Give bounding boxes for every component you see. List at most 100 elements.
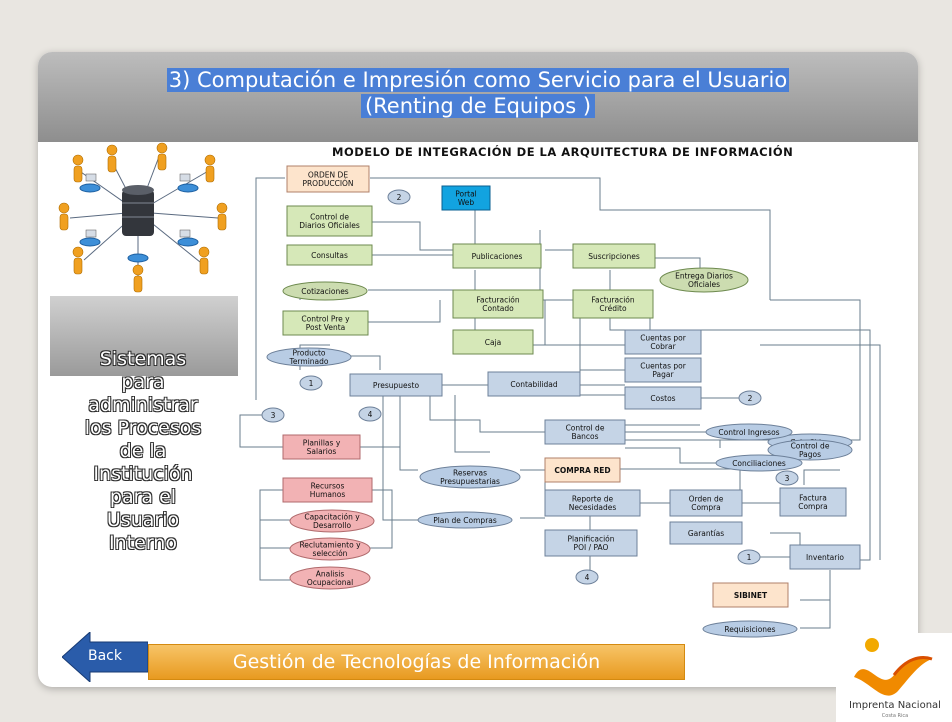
back-button[interactable] <box>62 632 148 682</box>
node-label: Capacitación y <box>304 513 360 522</box>
diagram-title: MODELO DE INTEGRACIÓN DE LA ARQUITECTURA… <box>332 145 794 159</box>
node-label: Requisiciones <box>724 625 775 634</box>
connector-number: 1 <box>309 379 314 388</box>
node-label: Planificación <box>567 535 614 544</box>
node-label: Conciliaciones <box>732 459 786 468</box>
node-label: Publicaciones <box>472 252 523 261</box>
node-label: Analisis <box>316 570 345 579</box>
node-label: selección <box>313 549 348 558</box>
node-label: Contabilidad <box>510 380 557 389</box>
node-label: Bancos <box>571 432 598 441</box>
node-label: PRODUCCIÓN <box>302 179 353 188</box>
connector-bubble: 1 <box>737 549 761 565</box>
node-label: COMPRA RED <box>554 466 610 475</box>
node-label: Pagar <box>652 370 674 379</box>
node-label: Crédito <box>599 304 627 313</box>
node-label: Compra <box>691 503 721 512</box>
connector-bubble: 2 <box>738 390 762 406</box>
connector-number: 4 <box>368 410 373 419</box>
node-label: ORDEN DE <box>308 171 348 180</box>
node-label: Oficiales <box>688 280 720 289</box>
node-suscripciones: Suscripciones <box>572 243 656 269</box>
node-control-ingresos: Control Ingresos <box>705 423 793 441</box>
node-label: Control de <box>566 424 605 433</box>
back-button-label[interactable]: Back <box>88 648 122 664</box>
node-garantias: Garantías <box>669 521 743 545</box>
slide-title-line1: 3) Computación e Impresión como Servicio… <box>166 68 790 92</box>
node-label: Caja <box>485 338 502 347</box>
node-plan-compras: Plan de Compras <box>417 511 513 529</box>
node-label: Cotizaciones <box>301 287 349 296</box>
node-label: Facturación <box>591 296 635 305</box>
node-label: Necesidades <box>569 503 617 512</box>
node-label: Facturación <box>476 296 520 305</box>
node-consultas: Consultas <box>286 244 373 266</box>
connector-number: 3 <box>271 411 276 420</box>
node-label: Salarios <box>307 447 337 456</box>
node-label: Post Venta <box>306 323 346 332</box>
node-label: Control Pre y <box>301 315 350 324</box>
node-costos: Costos <box>624 386 702 410</box>
node-label: Diarios Oficiales <box>299 221 360 230</box>
node-sibinet: SIBINET <box>712 582 789 608</box>
node-label: Control de <box>791 442 830 451</box>
back-arrow-icon <box>62 632 148 682</box>
node-label: Reclutamiento y <box>299 541 361 550</box>
node-label: Factura <box>799 494 827 503</box>
node-label: Control de <box>310 213 349 222</box>
node-label: Reporte de <box>572 495 614 504</box>
node-presupuesto: Presupuesto <box>349 373 443 397</box>
node-label: Pagos <box>799 450 821 459</box>
connector-bubble: 4 <box>358 406 382 422</box>
node-label: Reservas <box>453 469 487 478</box>
node-contabilidad: Contabilidad <box>487 371 581 397</box>
connector-bubble: 3 <box>261 407 285 423</box>
node-label: Cuentas por <box>640 334 687 343</box>
node-label: Cuentas por <box>640 362 687 371</box>
slide-title-line2: (Renting de Equipos ) <box>38 93 918 119</box>
sidebar-line: administrar <box>88 394 198 416</box>
connector-number: 1 <box>747 553 752 562</box>
sidebar-line: de la <box>119 440 167 462</box>
node-conciliaciones: Conciliaciones <box>715 454 803 472</box>
node-label: Consultas <box>311 251 348 260</box>
sidebar-panel <box>50 296 238 376</box>
network-people-illustration <box>58 142 228 293</box>
node-label: Garantías <box>688 529 724 538</box>
node-inventario: Inventario <box>789 544 861 570</box>
sidebar-line: Interno <box>109 532 177 554</box>
connector-bubble: 2 <box>387 189 411 205</box>
logo-name: Imprenta Nacional <box>849 700 941 711</box>
node-label: Cobrar <box>650 342 676 351</box>
connector-bubble: 1 <box>299 375 323 391</box>
connector-bubble: 4 <box>575 569 599 585</box>
sidebar-line: los Procesos <box>84 417 202 439</box>
logo-swoosh-icon <box>854 638 933 696</box>
connector-number: 3 <box>785 474 790 483</box>
node-label: Inventario <box>806 553 844 562</box>
node-label: Costos <box>650 394 675 403</box>
node-label: Orden de <box>689 495 724 504</box>
node-label: Presupuestarias <box>440 477 500 486</box>
sidebar-line: Institución <box>93 463 193 485</box>
node-label: Suscripciones <box>588 252 640 261</box>
